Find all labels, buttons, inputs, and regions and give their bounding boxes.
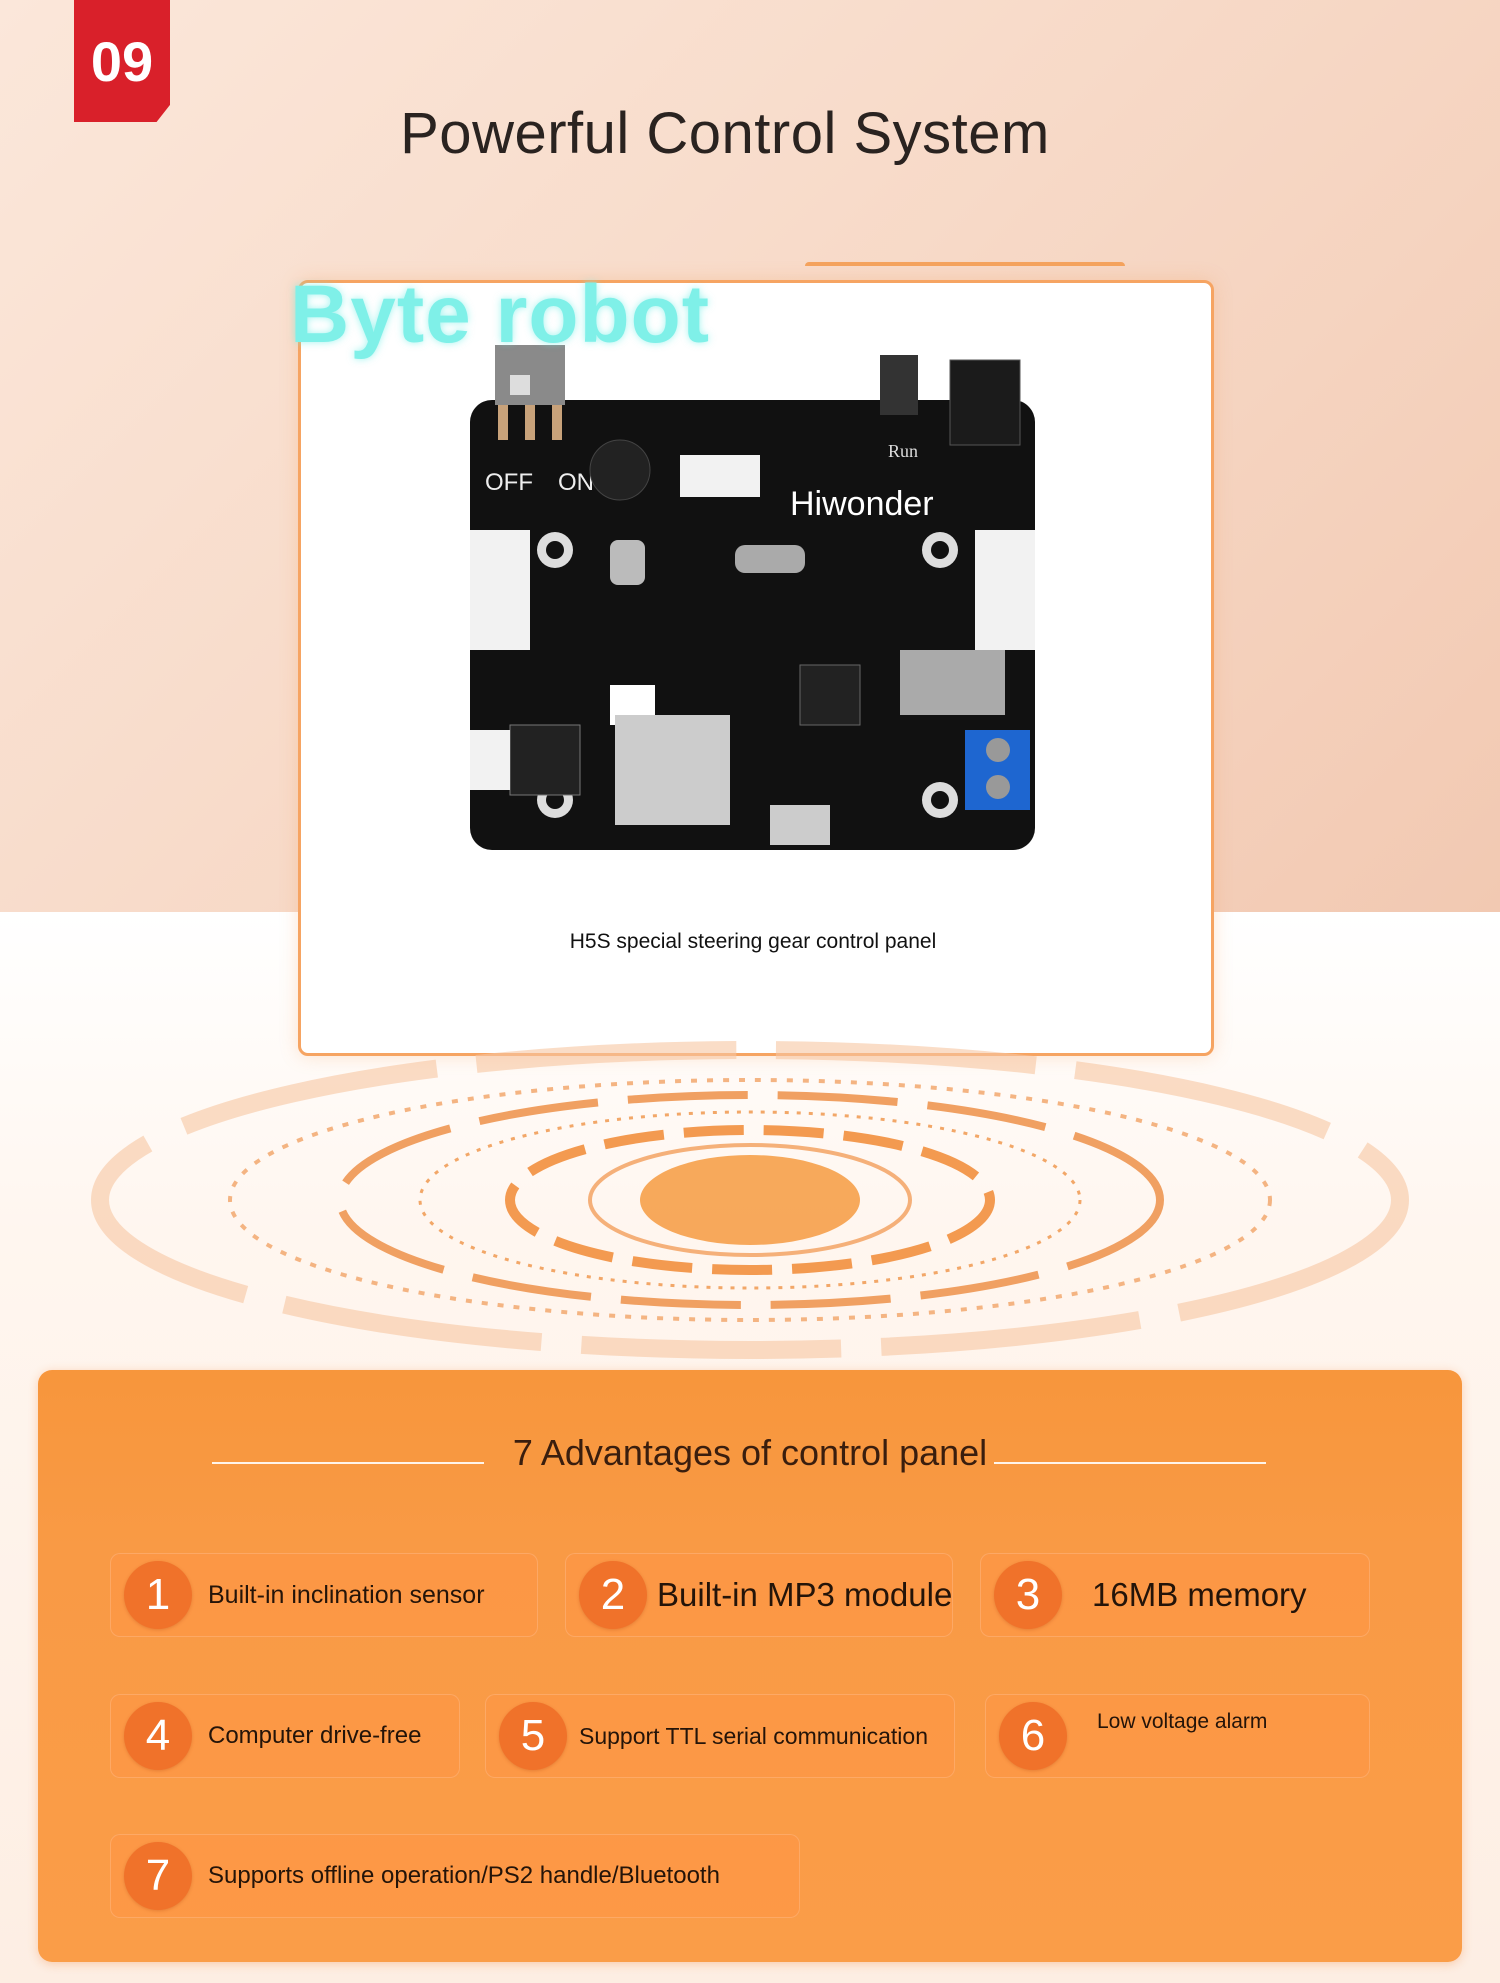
- board-brand-label: Hiwonder: [790, 485, 934, 523]
- number-circle: 5: [499, 1702, 567, 1770]
- number-circle: 3: [994, 1561, 1062, 1629]
- advantage-item-7: 7 Supports offline operation/PS2 handle/…: [110, 1834, 800, 1918]
- frame-decoration: [805, 262, 1125, 276]
- page-title: Powerful Control System: [400, 101, 1050, 166]
- control-board-image: OFF ON Hiwonder Run: [470, 345, 1035, 850]
- advantage-label: Low voltage alarm: [1097, 1710, 1268, 1733]
- advantage-item-5: 5 Support TTL serial communication: [485, 1694, 955, 1778]
- advantage-item-6: 6 Low voltage alarm: [985, 1694, 1370, 1778]
- section-number-badge: 09: [74, 0, 170, 122]
- advantages-title: 7 Advantages of control panel: [512, 1432, 988, 1473]
- advantage-item-4: 4 Computer drive-free: [110, 1694, 460, 1778]
- number-circle: 7: [124, 1842, 192, 1910]
- number-circle: 1: [124, 1561, 192, 1629]
- advantage-item-2: 2 Built-in MP3 module: [565, 1553, 953, 1637]
- number-circle: 4: [124, 1702, 192, 1770]
- title-divider-left: [212, 1462, 484, 1464]
- number-circle: 2: [579, 1561, 647, 1629]
- title-divider-right: [994, 1462, 1266, 1464]
- advantage-label: Supports offline operation/PS2 handle/Bl…: [208, 1862, 720, 1889]
- number-circle: 6: [999, 1702, 1067, 1770]
- advantage-item-3: 3 16MB memory: [980, 1553, 1370, 1637]
- board-label-run: Run: [888, 441, 918, 461]
- watermark-text: Byte robot: [290, 269, 710, 360]
- decorative-rings: [91, 1041, 1409, 1359]
- advantage-item-1: 1 Built-in inclination sensor: [110, 1553, 538, 1637]
- advantage-label: Computer drive-free: [208, 1722, 422, 1749]
- advantage-label: Support TTL serial communication: [579, 1722, 928, 1749]
- product-caption: H5S special steering gear control panel: [569, 930, 937, 953]
- advantage-label: Built-in MP3 module: [657, 1576, 953, 1613]
- board-label-on: ON: [558, 469, 594, 496]
- advantage-label: 16MB memory: [1092, 1576, 1307, 1613]
- advantage-label: Built-in inclination sensor: [208, 1580, 485, 1609]
- board-label-off: OFF: [485, 469, 533, 496]
